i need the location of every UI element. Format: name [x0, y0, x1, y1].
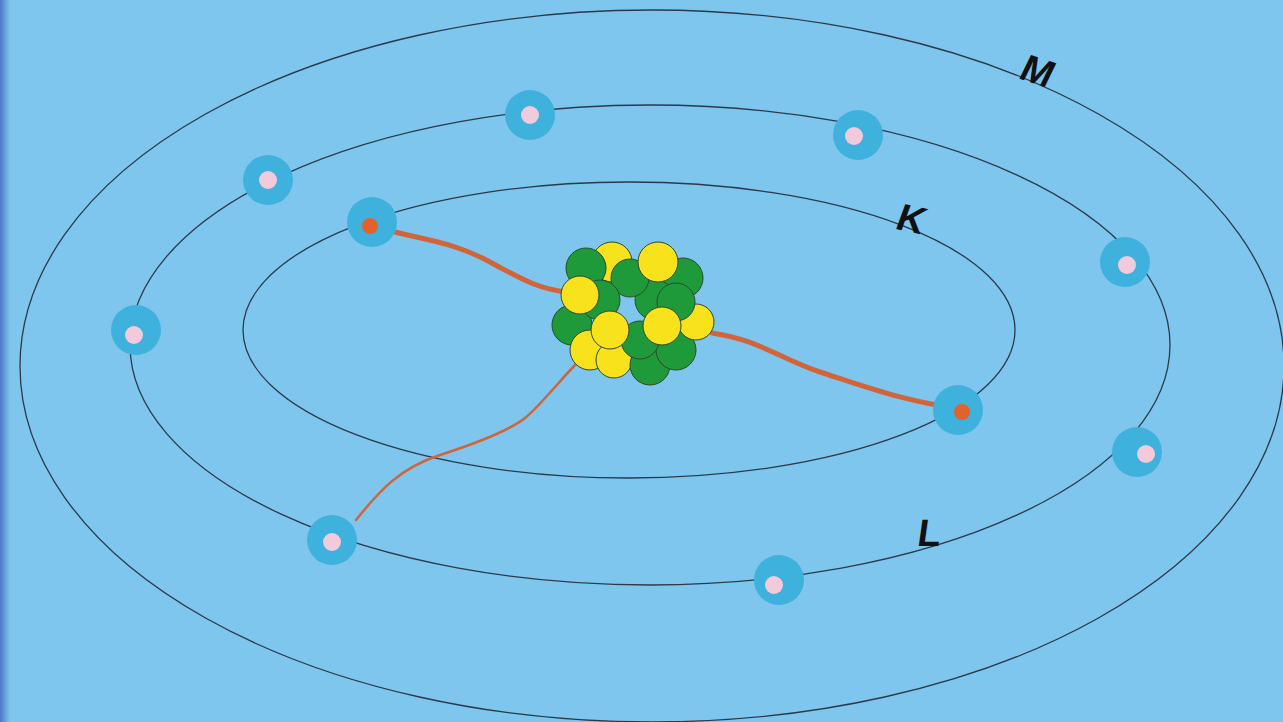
- orbits: [20, 10, 1283, 722]
- bond-line: [372, 226, 565, 292]
- shell-label: K: [892, 198, 932, 240]
- shell-label: L: [915, 514, 944, 552]
- bond-lines: [356, 226, 955, 520]
- bond-line: [712, 333, 955, 408]
- k-shell: [243, 182, 1015, 478]
- electrons: [111, 90, 1162, 605]
- bond-line: [356, 362, 578, 520]
- l-shell: [130, 105, 1170, 585]
- m-shell: [20, 10, 1283, 722]
- nucleus: [552, 242, 714, 385]
- shell-label: M: [1014, 49, 1061, 93]
- edge-strip: [0, 0, 10, 722]
